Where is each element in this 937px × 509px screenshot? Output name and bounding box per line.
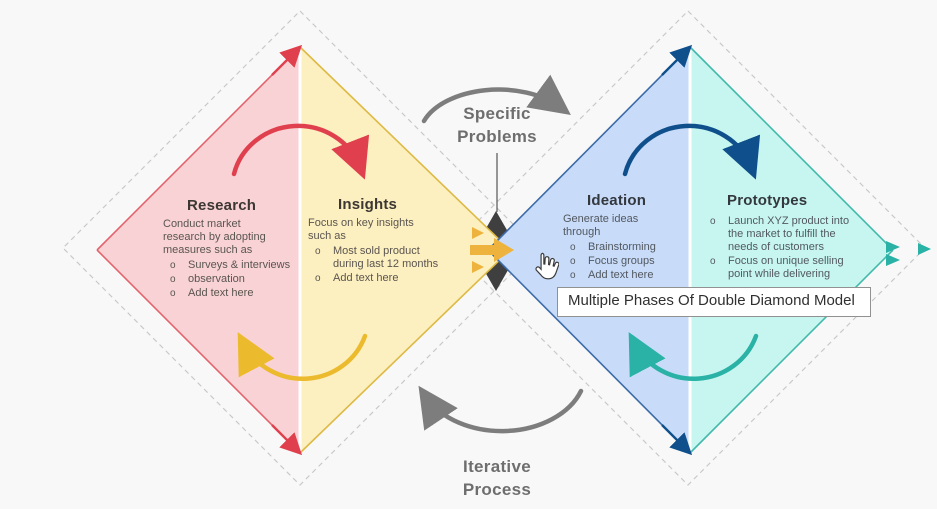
research-body: Conduct market research by adopting meas…	[163, 218, 266, 256]
insights-bullets: o Most sold product during last 12 months…	[308, 245, 466, 285]
bullet-marker: o	[710, 216, 716, 227]
research-section[interactable]: Research Conduct market research by adop…	[163, 197, 315, 300]
bullet-marker: o	[170, 260, 176, 271]
prototypes-title: Prototypes	[727, 192, 808, 209]
bullet-text: Launch XYZ product into the market to fu…	[728, 215, 850, 253]
list-item: o Add text here	[563, 269, 705, 282]
list-item: o observation	[163, 273, 315, 286]
prototypes-bullets: o Launch XYZ product into the market to f…	[703, 215, 878, 281]
right-dashed-outline	[450, 10, 926, 486]
bullet-text: Focus groups	[588, 255, 655, 267]
bullet-text: Add text here	[588, 269, 654, 281]
bullet-text: Focus on unique selling point while deli…	[728, 255, 844, 280]
bullet-marker: o	[570, 256, 576, 267]
tooltip: Multiple Phases Of Double Diamond Model	[557, 287, 871, 317]
specific-problems-arrow	[421, 74, 571, 124]
insights-section[interactable]: Insights Focus on key insights such as o…	[308, 196, 466, 285]
prototypes-section[interactable]: Prototypes o Launch XYZ product into the …	[703, 192, 878, 281]
bullet-marker: o	[570, 242, 576, 253]
bullet-text: Add text here	[333, 272, 399, 284]
list-item: o Add text here	[308, 272, 466, 285]
iterative-process-arrow	[418, 385, 584, 434]
bullet-text: Brainstorming	[588, 241, 656, 253]
insights-title: Insights	[338, 196, 398, 213]
list-item: o Brainstorming	[563, 241, 705, 254]
insights-body: Focus on key insights such as	[308, 217, 414, 242]
bullet-text: Surveys & interviews	[188, 259, 291, 271]
bullet-marker: o	[710, 256, 716, 267]
left-dashed-outline	[62, 10, 538, 486]
bullet-text: Add text here	[188, 287, 254, 299]
list-item: o Launch XYZ product into the market to f…	[703, 215, 878, 254]
bullet-marker: o	[570, 270, 576, 281]
bullet-marker: o	[315, 246, 321, 257]
bullet-marker: o	[170, 274, 176, 285]
research-title: Research	[187, 197, 257, 214]
right-diamond[interactable]	[487, 44, 931, 456]
specific-problems-label: Specific Problems	[457, 104, 537, 146]
list-item: o Surveys & interviews	[163, 259, 315, 272]
list-item: o Focus on unique selling point while del…	[703, 255, 878, 281]
left-diamond[interactable]	[96, 44, 511, 456]
ideation-title: Ideation	[587, 192, 647, 209]
ideation-body: Generate ideas through	[563, 213, 639, 238]
list-item: o Focus groups	[563, 255, 705, 268]
bullet-marker: o	[170, 288, 176, 299]
list-item: o Most sold product during last 12 months	[308, 245, 466, 271]
center-arrow	[470, 227, 514, 273]
bullet-text: Most sold product during last 12 months	[333, 245, 439, 270]
bullet-text: observation	[188, 273, 245, 285]
bullet-marker: o	[315, 273, 321, 284]
ideation-section[interactable]: Ideation Generate ideas through o Brainst…	[563, 192, 705, 282]
list-item: o Add text here	[163, 287, 315, 300]
iterative-process-label: Iterative Process	[462, 457, 532, 499]
